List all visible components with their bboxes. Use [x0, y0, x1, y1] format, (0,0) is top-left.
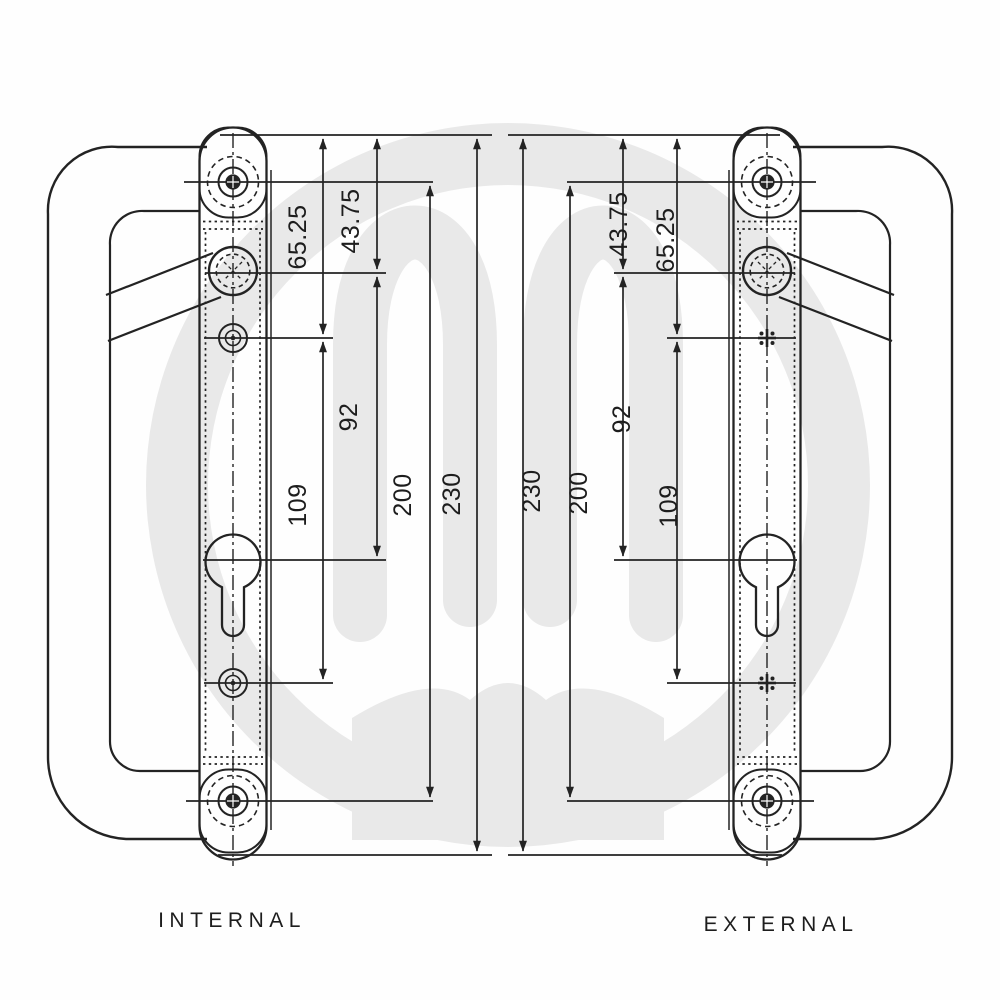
dimension-label-external-92: 92	[608, 405, 636, 434]
caption-internal: INTERNAL	[158, 909, 306, 932]
external-upper-centre-mark	[758, 329, 776, 347]
dimension-label-internal-200: 200	[389, 473, 417, 516]
caption-external: EXTERNAL	[704, 913, 859, 936]
watermark-logo	[146, 123, 870, 847]
dimension-label-external-230: 230	[518, 469, 546, 512]
dimension-label-external-65-25: 65.25	[652, 207, 680, 272]
dimension-label-internal-92: 92	[335, 403, 363, 432]
dimension-label-internal-43-75: 43.75	[337, 188, 365, 253]
dimension-label-external-43-75: 43.75	[605, 191, 633, 256]
watermark-left-arch	[333, 205, 497, 642]
dimension-label-internal-230: 230	[438, 472, 466, 515]
dimension-label-internal-109: 109	[284, 483, 312, 526]
dimension-label-external-109: 109	[655, 484, 683, 527]
external-lower-centre-mark	[758, 674, 776, 692]
watermark-base	[352, 683, 664, 840]
watermark-right-arch	[523, 205, 683, 642]
dimension-label-external-200: 200	[565, 471, 593, 514]
dimension-label-internal-65-25: 65.25	[284, 204, 312, 269]
